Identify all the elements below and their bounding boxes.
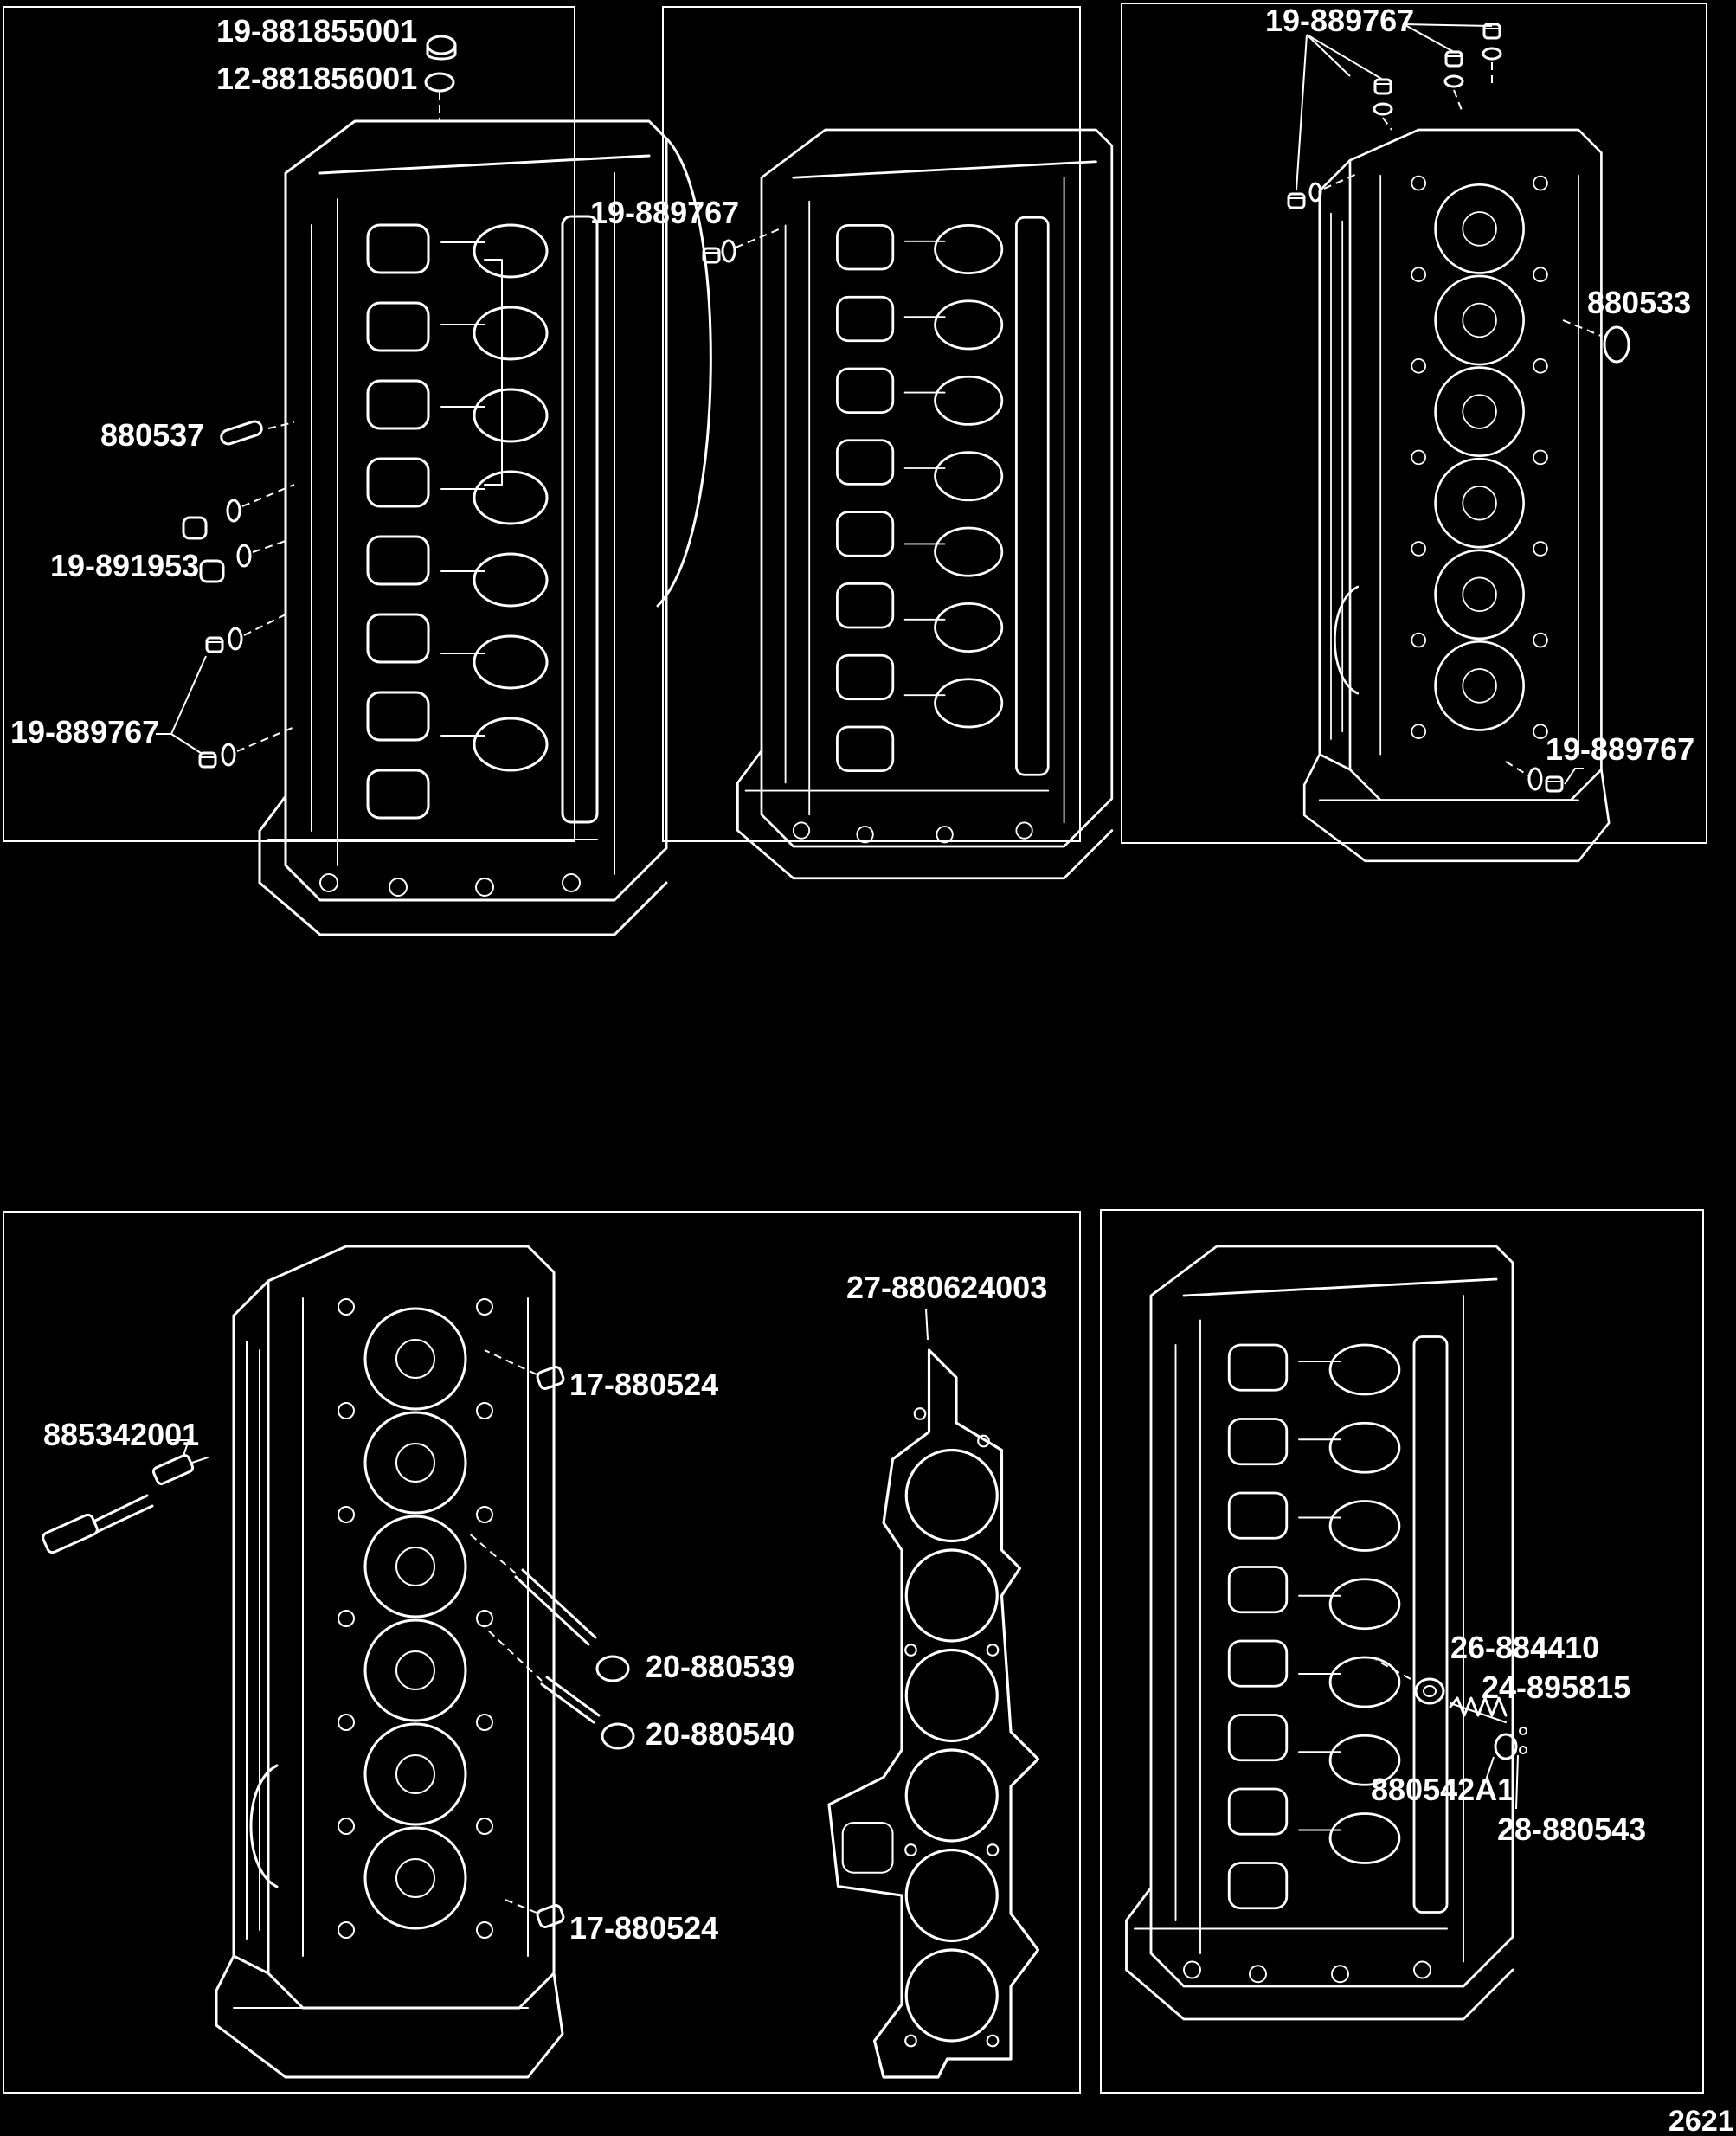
callout-28-880543: 28-880543 [1497,1811,1646,1847]
panel-frame-bottom-left [3,1211,1081,2094]
callout-26-884410: 26-884410 [1450,1630,1599,1665]
callout-17-880524-upper: 17-880524 [569,1367,718,1402]
callout-19-881855001: 19-881855001 [216,13,417,48]
plug-with-oring-lower [199,540,286,583]
panel-frame-top-right [1121,3,1707,844]
panel-frame-bottom-right [1100,1209,1704,2094]
head-bolt-long-part [466,1531,630,1682]
callout-19-889767-top-left: 19-889767 [10,714,159,750]
callout-19-889767-top-middle: 19-889767 [590,195,739,230]
panel-bottom-left: 885342001 17-880524 20-880539 20-880540 … [42,1245,794,2079]
large-oring-part [1603,325,1630,364]
panel-bottom-middle: 27-880624003 [827,1270,1047,2079]
panel-bottom-right: 26-884410 24-895815 880542A1 28-880543 [1125,1245,1646,2021]
callout-17-880524-lower: 17-880524 [569,1910,718,1946]
callout-20-880540: 20-880540 [646,1716,794,1752]
callout-880533: 880533 [1587,285,1691,320]
cylinder-head-intake-view [736,128,1114,880]
cylinder-head-chamber-view-assembly [215,1245,564,2079]
callout-24-895815: 24-895815 [1482,1670,1630,1705]
dowel-pin-part [220,420,263,446]
callout-12-881856001: 12-881856001 [216,61,417,96]
callout-19-889767-top-right-lower: 19-889767 [1546,731,1694,767]
callout-19-891953: 19-891953 [50,548,199,583]
temperature-sensor-part [42,1454,209,1554]
valve-seat-part [1414,1677,1445,1705]
sealing-washer-part [424,72,455,93]
head-gasket-part [827,1348,1040,2079]
dowel-sleeve-upper-part [536,1366,565,1390]
panel-frame-top-left [3,6,575,842]
dowel-sleeve-lower-part [536,1904,565,1928]
small-plug-lower [198,726,295,769]
callout-885342001: 885342001 [43,1417,199,1452]
small-plug-group-top-right [1287,23,1502,209]
plug-with-oring-upper [182,484,295,540]
callout-27-880624003: 27-880624003 [846,1270,1047,1305]
callout-19-889767-top-right-upper: 19-889767 [1265,3,1414,38]
cylinder-head-side-view [258,119,668,936]
panel-top-right: 19-889767 880533 19-889767 [1265,3,1694,863]
small-plug-bottom-right [1505,761,1584,793]
cap-plug-part [426,35,457,61]
spring-part [1449,1696,1508,1723]
small-plug-upper [205,614,286,653]
callout-20-880539: 20-880539 [646,1649,794,1684]
small-plug-top-middle [702,228,780,264]
page-number: 2621 [1668,2105,1734,2136]
panel-top-middle: 19-889767 [590,128,1114,880]
valve-poppet-part [1494,1727,1527,1760]
panel-top-left: 19-881855001 12-881856001 880537 19-8919… [10,13,712,936]
panel-frame-top-middle [662,6,1081,842]
callout-880542A1: 880542A1 [1371,1772,1514,1807]
callout-880537: 880537 [100,417,204,453]
head-bolt-short-part [484,1626,635,1750]
